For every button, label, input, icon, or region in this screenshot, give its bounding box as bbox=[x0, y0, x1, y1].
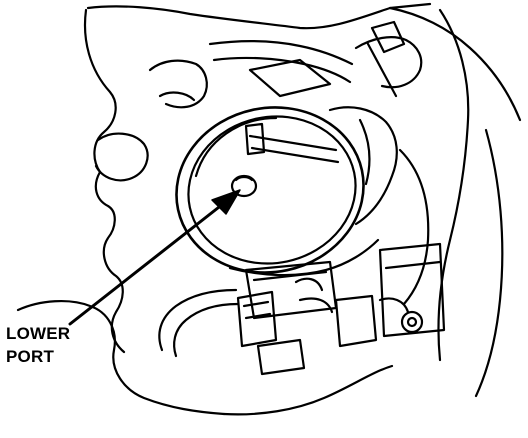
upper-hose bbox=[354, 36, 423, 89]
sensor-face bbox=[252, 270, 328, 282]
sensor-connector-lock bbox=[242, 300, 270, 308]
mount-bolt-right-inner bbox=[406, 316, 418, 328]
engine-outline-bottom bbox=[222, 364, 394, 416]
bore-inner-edge bbox=[194, 116, 278, 178]
housing-right-edge bbox=[437, 8, 470, 362]
engine-outline-upper bbox=[86, 2, 432, 30]
throttle-bore-rim bbox=[187, 115, 357, 265]
sensor-connector bbox=[236, 290, 278, 348]
hose-nipple bbox=[294, 277, 324, 292]
upper-pipe-left-2 bbox=[212, 56, 352, 84]
callout-line-2: PORT bbox=[6, 347, 55, 366]
throttle-body-base bbox=[228, 238, 380, 277]
right-box bbox=[378, 242, 446, 338]
sensor-connector-lock-2 bbox=[244, 312, 272, 320]
housing-far-right bbox=[474, 128, 504, 398]
upper-hose-2 bbox=[366, 42, 398, 98]
sensor-bolt bbox=[378, 297, 410, 314]
throttle-body-rear-2 bbox=[358, 118, 371, 186]
connector-clip bbox=[298, 297, 334, 314]
vacuum-hose bbox=[158, 288, 238, 352]
throttle-shaft-2 bbox=[250, 146, 340, 164]
callout-line-1: LOWER bbox=[6, 324, 71, 343]
vacuum-hose-2 bbox=[173, 302, 240, 358]
callout-leader-line bbox=[68, 198, 230, 326]
left-boss bbox=[94, 132, 149, 182]
lower-port-callout: LOWER PORT bbox=[6, 322, 70, 368]
callout-arrowhead bbox=[211, 189, 241, 215]
engine-outline-left bbox=[83, 8, 117, 174]
housing-right-inner bbox=[398, 148, 430, 306]
throttle-body-rear bbox=[328, 106, 398, 226]
upper-fitting bbox=[370, 20, 406, 54]
throttle-shaft bbox=[248, 134, 338, 152]
upper-pipe-left bbox=[208, 40, 354, 66]
engine-outline-left-lower bbox=[94, 170, 126, 354]
sensor-mount bbox=[334, 294, 378, 348]
engine-outline-bottom-left bbox=[16, 299, 226, 416]
connector-lower bbox=[256, 338, 306, 376]
left-bracket-2 bbox=[158, 91, 196, 102]
upper-bracket bbox=[248, 58, 332, 98]
housing-right-top bbox=[388, 6, 522, 122]
lower-port-shadow bbox=[234, 175, 254, 182]
throttle-plate-stop bbox=[244, 122, 266, 156]
throttle-bore-outer bbox=[175, 106, 365, 274]
mount-bolt-right bbox=[400, 310, 424, 334]
left-bracket bbox=[148, 59, 208, 109]
right-box-line bbox=[384, 260, 442, 270]
